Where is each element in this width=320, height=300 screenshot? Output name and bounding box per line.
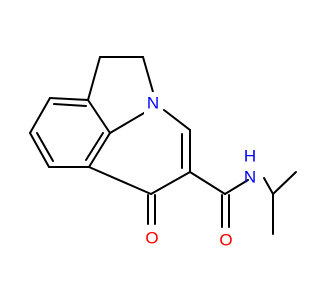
bond-c7-c6-inner xyxy=(36,132,54,162)
ring-nitrogen-label: N xyxy=(147,94,159,113)
ketone-oxygen-label: O xyxy=(145,229,158,248)
ring-nitrogen-bg xyxy=(144,92,160,114)
bond-c3-c5 xyxy=(150,171,191,195)
bond-c3-camide xyxy=(189,171,226,195)
bond-c8b-n xyxy=(109,112,145,134)
bond-c5-c5a xyxy=(88,166,152,195)
bond-c8a-c8-inner xyxy=(53,103,87,107)
amide-oxygen-label: O xyxy=(219,231,232,250)
molecule-structure: N N H O O xyxy=(29,56,297,250)
amide-nitrogen-label: N xyxy=(244,168,256,187)
bond-c8-c7 xyxy=(29,97,51,134)
bond-c2-n xyxy=(142,56,154,93)
amide-hydrogen-label: H xyxy=(244,147,256,166)
bond-c5a-c8b-inner xyxy=(85,132,104,161)
molecule-diagram: N N H O O xyxy=(29,56,297,250)
bond-c1-c8a xyxy=(87,56,101,101)
bond-cipr-ch3-right xyxy=(272,171,297,195)
bond-c5a-c8b xyxy=(88,132,111,168)
bond-c7-c6 xyxy=(29,132,50,168)
bond-camide-n xyxy=(224,179,249,195)
bond-c8a-c8 xyxy=(49,97,89,101)
bond-n-cipr xyxy=(263,177,274,195)
bond-c8b-c8a xyxy=(87,99,111,134)
bond-n-c4 xyxy=(163,109,191,131)
